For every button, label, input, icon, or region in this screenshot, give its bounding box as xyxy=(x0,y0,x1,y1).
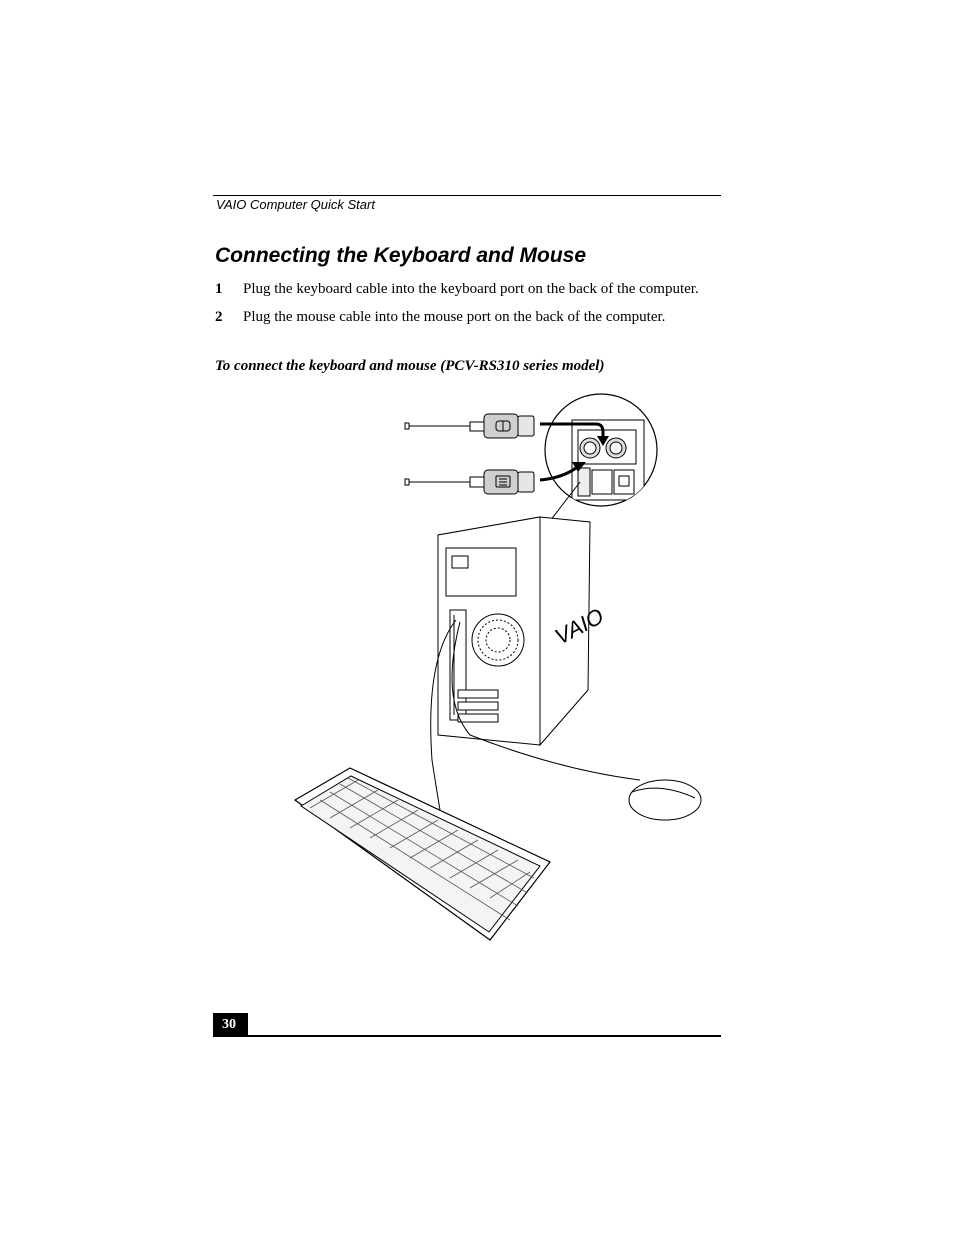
keyboard-mouse-connection-illustration: VAIO xyxy=(293,393,702,941)
footer-rule xyxy=(213,1035,721,1037)
mouse-cable xyxy=(451,621,641,781)
page-number: 30 xyxy=(213,1013,248,1036)
header-rule xyxy=(213,195,721,196)
section-title: Connecting the Keyboard and Mouse xyxy=(215,244,587,267)
keyboard-icon xyxy=(293,767,551,941)
mouse-icon xyxy=(628,779,702,821)
keyboard-cable xyxy=(430,619,457,811)
step-1-number: 1 xyxy=(215,281,223,297)
vaio-tower-computer: VAIO xyxy=(437,516,608,747)
step-2: 2 Plug the mouse cable into the mouse por… xyxy=(215,309,665,326)
figure-caption: To connect the keyboard and mouse (PCV-R… xyxy=(215,358,605,374)
running-head: VAIO Computer Quick Start xyxy=(216,197,375,212)
mouse-connector-icon xyxy=(404,413,535,439)
step-2-number: 2 xyxy=(215,309,223,325)
step-2-text: Plug the mouse cable into the mouse port… xyxy=(243,309,666,325)
keyboard-arrow-icon xyxy=(539,466,577,482)
keyboard-connector-icon xyxy=(404,469,535,495)
mouse-arrow-icon xyxy=(540,422,605,438)
port-panel-zoom xyxy=(544,393,658,507)
step-1-text: Plug the keyboard cable into the keyboar… xyxy=(243,281,699,297)
step-1: 1 Plug the keyboard cable into the keyboa… xyxy=(215,281,699,298)
